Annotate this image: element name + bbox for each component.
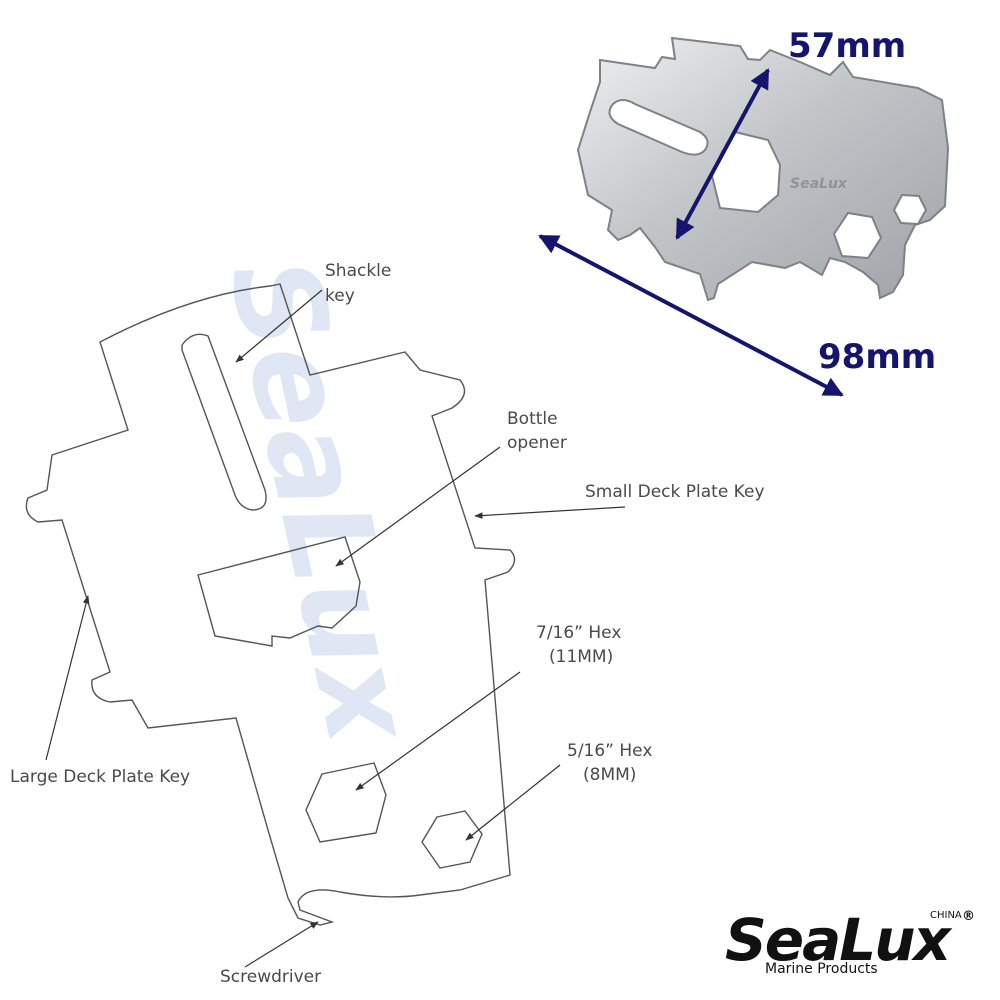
brand-region: CHINA <box>930 910 962 921</box>
brand-tagline: Marine Products <box>765 961 878 977</box>
large-deck-plate-key-label: Large Deck Plate Key <box>10 767 190 787</box>
hex-large-cutout <box>305 762 387 843</box>
hex-large-label-line1: 7/16” Hex <box>536 623 621 643</box>
bottle-opener-leader <box>335 446 501 567</box>
shackle-key-leader <box>235 289 323 363</box>
hex-large-leader <box>355 671 521 791</box>
wrench-outline <box>25 283 516 926</box>
photo-hex-large <box>832 211 883 260</box>
hex-small-cutout <box>421 810 483 869</box>
brand-logo: SeaLux CHINA ® Marine Products <box>725 906 975 977</box>
height-dimension-label: 57mm <box>788 26 906 66</box>
shackle-key-label-line1: Shackle <box>325 261 391 281</box>
shackle-key-label-line2: key <box>325 286 355 306</box>
hex-large-label-line2: (11MM) <box>549 647 613 667</box>
bottle-opener-label-line2: opener <box>507 433 567 453</box>
screwdriver-leader <box>244 921 319 968</box>
width-dimension-label: 98mm <box>818 337 936 377</box>
brand-wordmark: SeaLux <box>725 906 952 974</box>
callout-leaders <box>45 289 626 968</box>
hex-small-leader <box>465 764 561 841</box>
watermark: SeaLux <box>202 247 440 757</box>
small-deck-plate-key-label: Small Deck Plate Key <box>585 482 765 502</box>
technical-drawing <box>25 283 516 926</box>
brand-registered-mark: ® <box>962 909 975 924</box>
shackle-slot <box>181 333 267 511</box>
bottle-opener-label-line1: Bottle <box>507 409 558 429</box>
height-dimension-arrow <box>675 68 770 240</box>
hex-small-label-line2: (8MM) <box>583 765 636 785</box>
screwdriver-label: Screwdriver <box>220 967 321 987</box>
bottle-opener-cutout <box>197 536 361 647</box>
photo-engraving: SeaLux <box>790 176 848 192</box>
photo-hex-small <box>892 193 928 226</box>
width-dimension-arrow <box>538 234 844 397</box>
hex-small-label-line1: 5/16” Hex <box>567 741 652 761</box>
small-deck-plate-leader <box>474 506 626 519</box>
large-deck-plate-leader <box>45 595 90 761</box>
